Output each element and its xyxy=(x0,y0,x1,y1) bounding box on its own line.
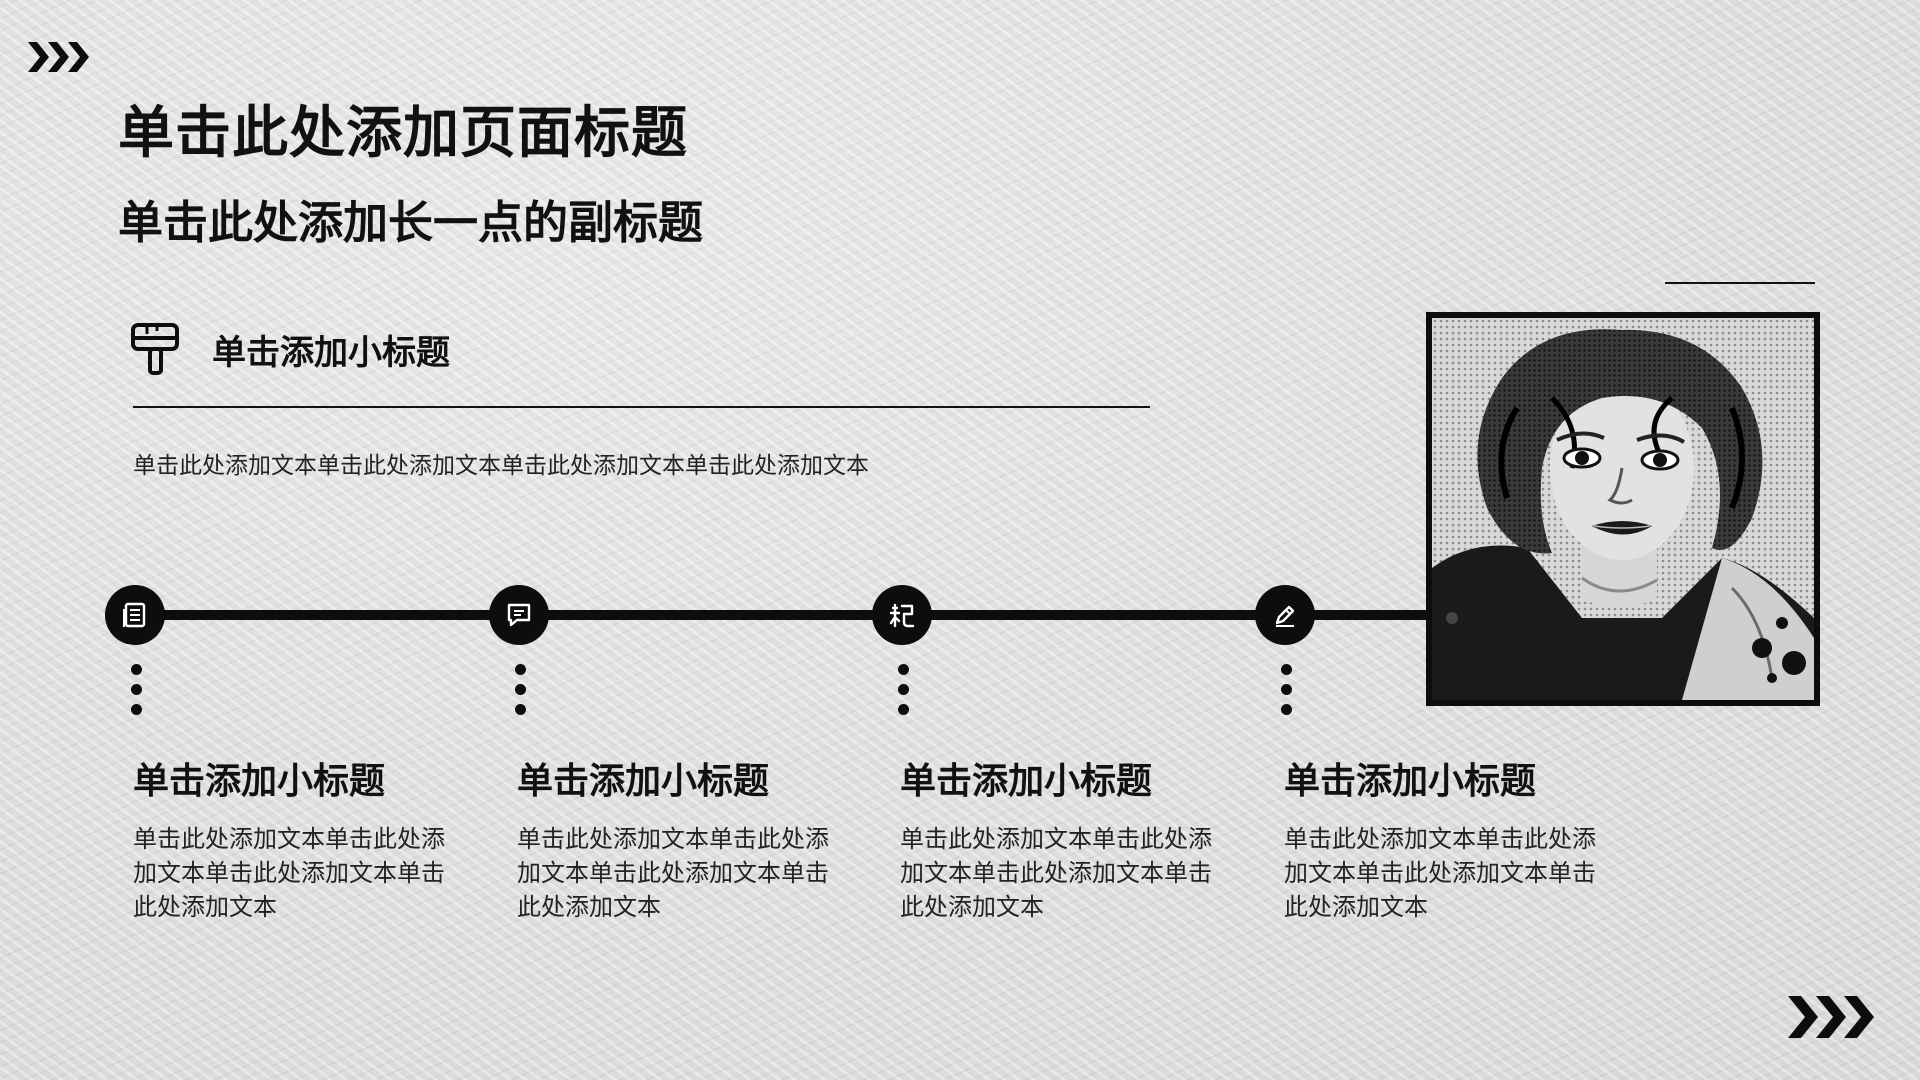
step-text-line: 加文本单击此处添加文本单击 xyxy=(1284,859,1596,887)
step-title-3[interactable]: 单击添加小标题 xyxy=(900,761,1153,802)
portrait-photo[interactable] xyxy=(1426,312,1820,706)
feature-heading[interactable]: 单击添加小标题 xyxy=(212,333,450,373)
portrait-illustration xyxy=(1432,318,1814,700)
page-subtitle[interactable]: 单击此处添加长一点的副标题 xyxy=(118,196,704,249)
step-text-line: 此处添加文本 xyxy=(133,893,277,921)
chevrons-right-icon xyxy=(28,42,89,72)
step-title-1[interactable]: 单击添加小标题 xyxy=(133,761,386,802)
step-text-line: 单击此处添加文本单击此处添 xyxy=(900,825,1212,853)
timeline-node-3[interactable] xyxy=(872,585,932,645)
step-text-line: 单击此处添加文本单击此处添 xyxy=(517,825,829,853)
step-text-3[interactable]: 单击此处添加文本单击此处添 加文本单击此处添加文本单击 此处添加文本 xyxy=(900,822,1220,924)
step-title-2[interactable]: 单击添加小标题 xyxy=(517,761,770,802)
step-text-1[interactable]: 单击此处添加文本单击此处添 加文本单击此处添加文本单击 此处添加文本 xyxy=(133,822,453,924)
record-glyph-icon xyxy=(889,603,915,628)
chevrons-right-icon xyxy=(1788,996,1874,1038)
timeline-dots xyxy=(130,664,142,716)
timeline-node-1[interactable] xyxy=(105,585,165,645)
step-text-line: 单击此处添加文本单击此处添 xyxy=(1284,825,1596,853)
step-text-2[interactable]: 单击此处添加文本单击此处添 加文本单击此处添加文本单击 此处添加文本 xyxy=(517,822,837,924)
step-title-4[interactable]: 单击添加小标题 xyxy=(1284,761,1537,802)
step-text-4[interactable]: 单击此处添加文本单击此处添 加文本单击此处添加文本单击 此处添加文本 xyxy=(1284,822,1604,924)
timeline-dots xyxy=(1280,664,1292,716)
timeline-dots xyxy=(514,664,526,716)
document-list-icon xyxy=(123,602,146,628)
step-text-line: 此处添加文本 xyxy=(900,893,1044,921)
decorative-line xyxy=(1665,282,1815,284)
page-title[interactable]: 单击此处添加页面标题 xyxy=(118,101,688,166)
timeline-node-4[interactable] xyxy=(1255,585,1315,645)
pencil-edit-icon xyxy=(1275,605,1295,627)
chat-bubble-icon xyxy=(507,603,531,627)
step-text-line: 单击此处添加文本单击此处添 xyxy=(133,825,445,853)
timeline-dots xyxy=(897,664,909,716)
step-text-line: 此处添加文本 xyxy=(1284,893,1428,921)
step-text-line: 加文本单击此处添加文本单击 xyxy=(900,859,1212,887)
timeline-line xyxy=(135,610,1435,620)
step-text-line: 加文本单击此处添加文本单击 xyxy=(133,859,445,887)
feature-text[interactable]: 单击此处添加文本单击此处添加文本单击此处添加文本单击此处添加文本 xyxy=(133,453,869,479)
step-text-line: 此处添加文本 xyxy=(517,893,661,921)
feature-divider xyxy=(133,406,1150,408)
paint-roller-icon xyxy=(131,323,179,375)
timeline-node-2[interactable] xyxy=(489,585,549,645)
step-text-line: 加文本单击此处添加文本单击 xyxy=(517,859,829,887)
